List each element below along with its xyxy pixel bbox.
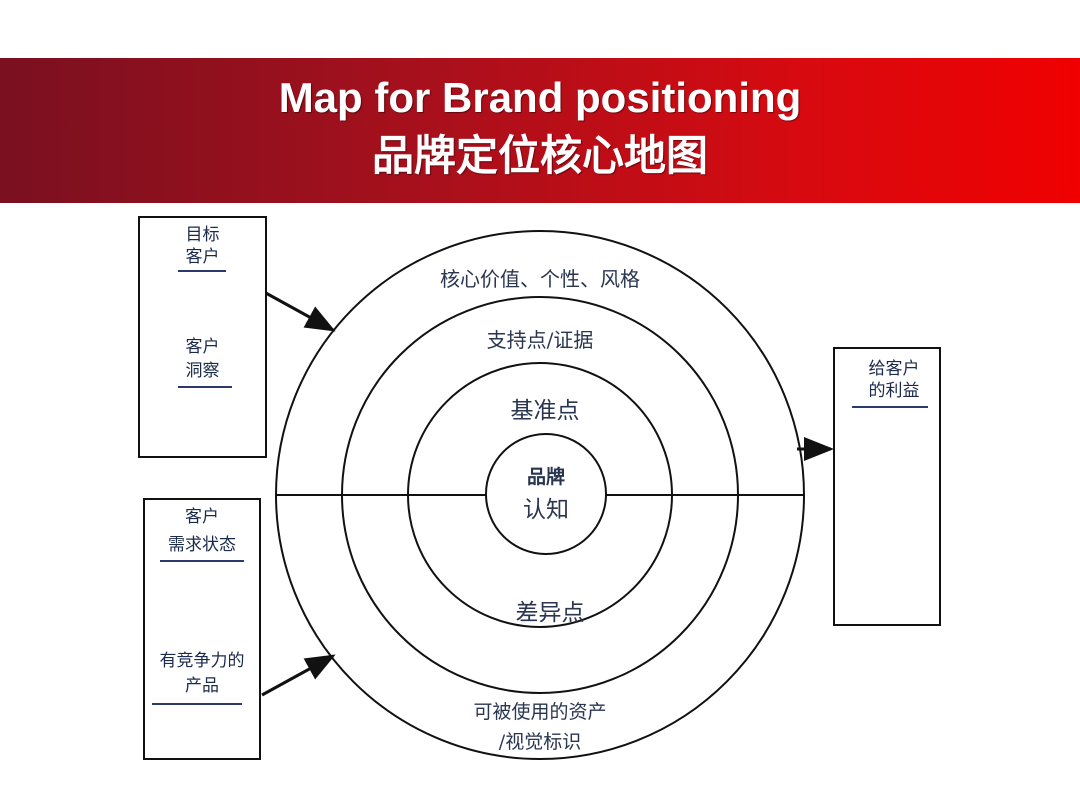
customer-insight-label-1: 客户 — [185, 337, 220, 357]
core-circle — [485, 433, 607, 555]
arrow-bottom-left — [261, 654, 336, 697]
target-customer-label-1: 目标 — [185, 225, 220, 245]
competitive-product-label-1: 有竞争力的 — [159, 651, 245, 671]
differentiation-label: 差异点 — [515, 600, 585, 626]
customer-need-label-2: 需求状态 — [168, 535, 236, 555]
customer-benefit-label-2: 的利益 — [868, 381, 920, 401]
support-points-label: 支持点/证据 — [486, 328, 594, 352]
customer-need-label-1: 客户 — [185, 507, 219, 527]
target-customer-underline — [178, 270, 226, 272]
reference-point-label: 基准点 — [510, 398, 580, 424]
target-customer-box — [138, 216, 267, 458]
usable-assets-label-2: /视觉标识 — [498, 731, 582, 753]
title-chinese: 品牌定位核心地图 — [371, 131, 708, 180]
customer-benefit-box — [833, 347, 941, 626]
arrow-top-left — [263, 290, 336, 332]
brand-cognition-label-1: 品牌 — [526, 466, 565, 488]
brand-cognition-label-2: 认知 — [523, 497, 569, 523]
title-english: Map for Brand positioning — [278, 74, 802, 121]
customer-benefit-underline — [852, 406, 928, 408]
customer-benefit-label-1: 给客户 — [868, 359, 920, 379]
usable-assets-label-1: 可被使用的资产 — [473, 701, 607, 723]
core-value-label: 核心价值、个性、风格 — [440, 267, 640, 291]
target-customer-label-2: 客户 — [185, 247, 220, 267]
title-banner — [0, 58, 1080, 203]
competitive-product-underline — [152, 703, 242, 705]
competitive-product-label-2: 产品 — [185, 676, 219, 696]
customer-insight-underline — [178, 386, 232, 388]
customer-insight-label-2: 洞察 — [185, 361, 220, 381]
customer-need-box — [143, 498, 261, 760]
customer-need-underline — [160, 560, 244, 562]
